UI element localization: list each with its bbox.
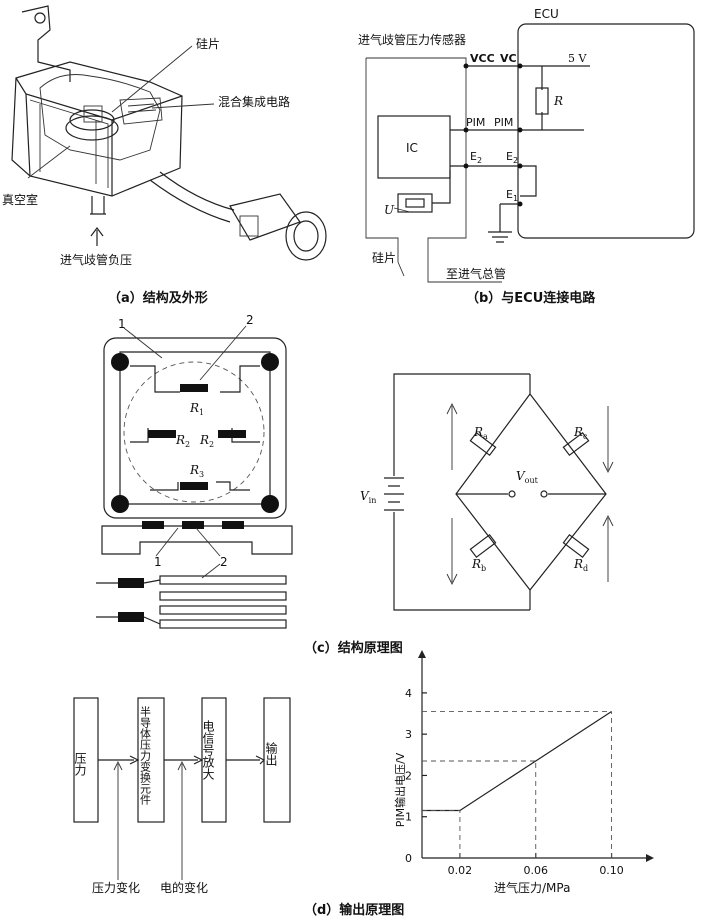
- box-label-output: 输出: [264, 741, 278, 766]
- label-hybrid-ic: 混合集成电路: [218, 94, 290, 109]
- label-to-intake-manifold: 至进气总管: [446, 266, 506, 281]
- chart-y-tick-label: 2: [405, 769, 412, 782]
- box-label-pressure: 压力: [73, 752, 87, 777]
- label-num-1-bottom: 1: [154, 555, 162, 569]
- box-label-converter: 半导体压力变换元件: [139, 705, 152, 806]
- chart-x-axis-arrow: [646, 854, 654, 862]
- label-rc: Rc: [573, 425, 588, 441]
- chart-y-tick-label: 3: [405, 728, 412, 741]
- pim-voltage-chart: 0 1 2 3 4 0.02 0.06 0.10: [405, 650, 654, 877]
- chart-x-tick-label: 0.10: [599, 864, 624, 877]
- label-vcc: VCC: [470, 52, 495, 65]
- label-num-1-top: 1: [118, 317, 126, 331]
- chart-y-tick-label: 4: [405, 687, 412, 700]
- label-rb: Rb: [471, 557, 486, 573]
- chart-x-axis-label: 进气压力/MPa: [494, 880, 570, 895]
- ecu-box: [517, 23, 695, 239]
- sensor-illustration: [11, 5, 327, 261]
- label-vc: VC: [500, 52, 517, 65]
- ic-block: [377, 115, 451, 179]
- chart-series-line: [459, 710, 612, 812]
- chart-x-tick-label: 0.02: [448, 864, 473, 877]
- resistor-r: [535, 87, 549, 115]
- label-ra: Ra: [473, 425, 488, 441]
- label-vout: Vout: [516, 469, 539, 485]
- label-intake-manifold-pressure: 进气歧管负压: [60, 252, 132, 267]
- label-num-2-bottom: 2: [220, 555, 228, 569]
- label-vin: Vin: [360, 489, 376, 505]
- label-rd: Rd: [573, 557, 588, 573]
- label-pim-sensor: PIM: [466, 116, 485, 129]
- label-num-2-top: 2: [246, 313, 254, 327]
- label-pim-ecu: PIM: [494, 116, 513, 129]
- label-vacuum-chamber: 真空室: [2, 192, 38, 207]
- label-pressure-change: 压力变化: [92, 880, 140, 895]
- label-ic: IC: [406, 141, 418, 155]
- label-r1: R1: [189, 401, 204, 417]
- caption-c: （c）结构原理图: [304, 640, 403, 656]
- label-e1: E1: [506, 188, 518, 203]
- ecu-circuit: [365, 23, 695, 283]
- label-5v: 5 V: [568, 52, 587, 65]
- label-e2-sensor: E2: [470, 150, 482, 165]
- label-r: R: [553, 94, 563, 108]
- box-label-amplify: 电信号放大: [201, 720, 215, 780]
- chart-y-axis-label: PIM输出电压/V: [393, 752, 407, 827]
- label-u: U: [384, 203, 395, 217]
- caption-b: （b）与ECU连接电路: [466, 290, 596, 306]
- label-ecu: ECU: [534, 7, 559, 21]
- chart-y-axis-arrow: [418, 650, 426, 658]
- label-silicon-chip: 硅片: [196, 37, 220, 51]
- label-electric-change: 电的变化: [160, 880, 208, 895]
- label-silicon-chip-b: 硅片: [372, 251, 396, 265]
- label-r3: R3: [189, 463, 204, 479]
- output-flow-diagram: [73, 697, 291, 880]
- label-e2-ecu: E2: [506, 150, 518, 165]
- caption-a: （a）结构及外形: [108, 290, 208, 306]
- caption-d: （d）输出原理图: [304, 902, 404, 918]
- chart-y-tick-label: 1: [405, 811, 412, 824]
- label-r2-left: R2: [175, 433, 190, 449]
- label-r2-right: R2: [199, 433, 214, 449]
- chart-x-tick-label: 0.06: [523, 864, 548, 877]
- wheatstone-bridge: [384, 373, 614, 611]
- chart-y-tick-label: 0: [405, 852, 412, 865]
- label-map-sensor: 进气歧管压力传感器: [358, 32, 466, 47]
- chip-structure: [96, 325, 293, 629]
